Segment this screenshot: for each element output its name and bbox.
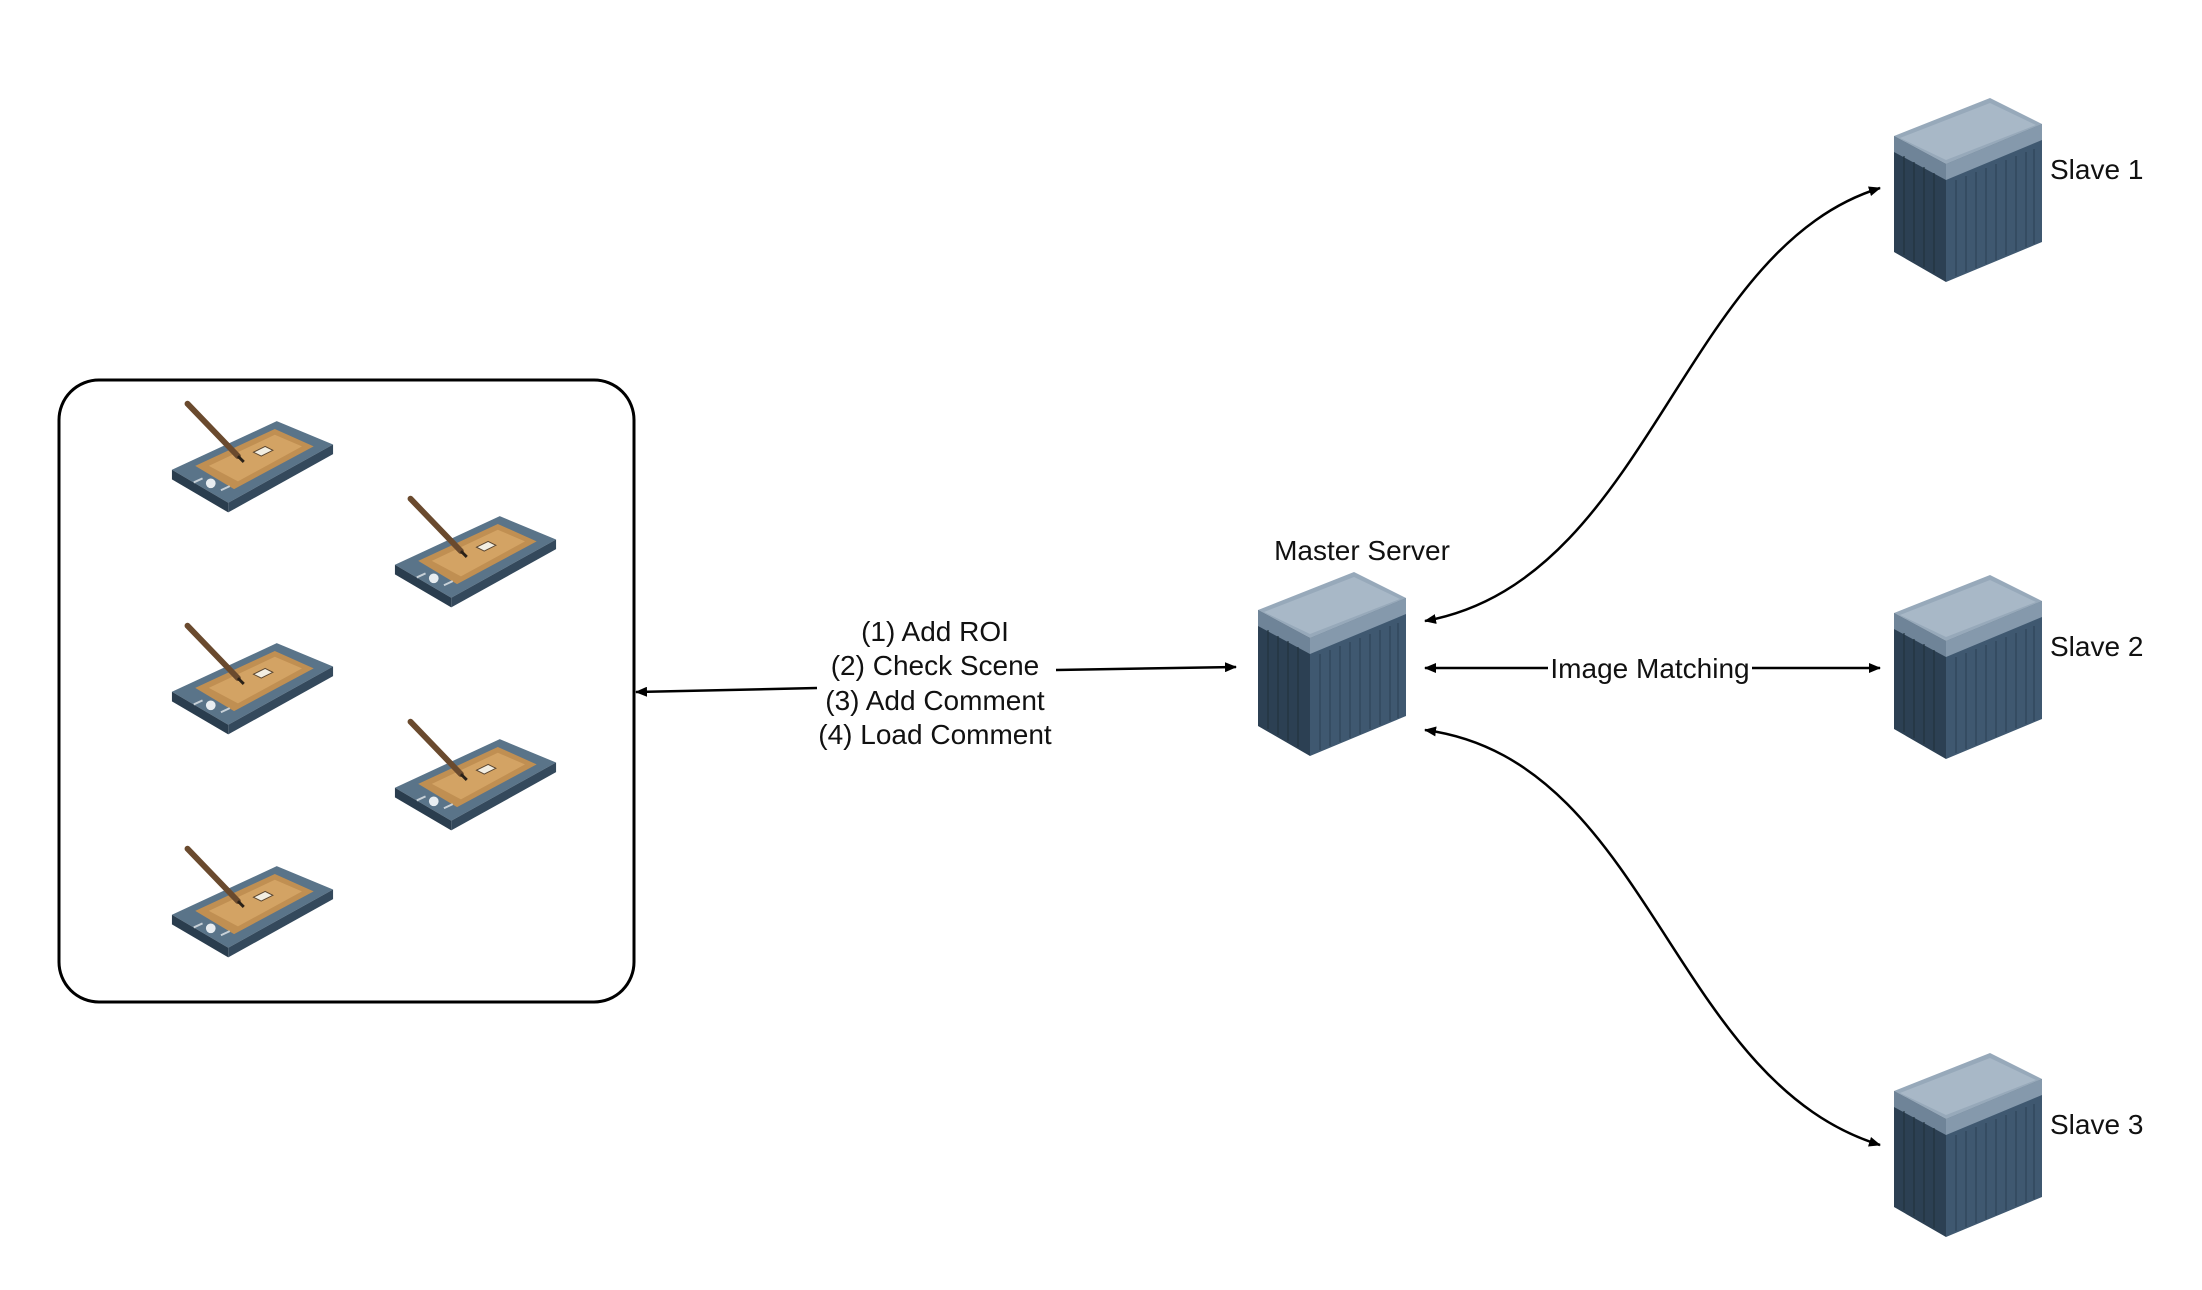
server-icon [1893, 1052, 2043, 1238]
slave-server-2: Slave 2 [1893, 574, 2143, 760]
server-icon [1893, 97, 2043, 283]
client-link-line-1: (1) Add ROI [861, 616, 1009, 647]
master-server: Master Server [1257, 535, 1450, 757]
image-matching-label: Image Matching [1550, 653, 1749, 684]
client-link-label: (1) Add ROI (2) Check Scene (3) Add Comm… [818, 616, 1052, 750]
server-icon [1893, 574, 2043, 760]
client-devices-group [57, 378, 636, 1004]
server-icon [1257, 571, 1407, 757]
master-slave-3-connector [1424, 726, 1881, 1147]
slave-3-label: Slave 3 [2050, 1109, 2143, 1140]
slave-2-label: Slave 2 [2050, 631, 2143, 662]
master-server-label: Master Server [1274, 535, 1450, 566]
slave-server-1: Slave 1 [1893, 97, 2143, 283]
client-link-line-4: (4) Load Comment [818, 719, 1052, 750]
slave-1-label: Slave 1 [2050, 154, 2143, 185]
slave-server-3: Slave 3 [1893, 1052, 2143, 1238]
master-slave-1-connector [1424, 186, 1881, 624]
client-link-line-2: (2) Check Scene [831, 650, 1040, 681]
client-link-right-arrow [1055, 662, 1237, 673]
client-link-line-3: (3) Add Comment [825, 685, 1045, 716]
client-link-left-arrow [635, 686, 818, 697]
